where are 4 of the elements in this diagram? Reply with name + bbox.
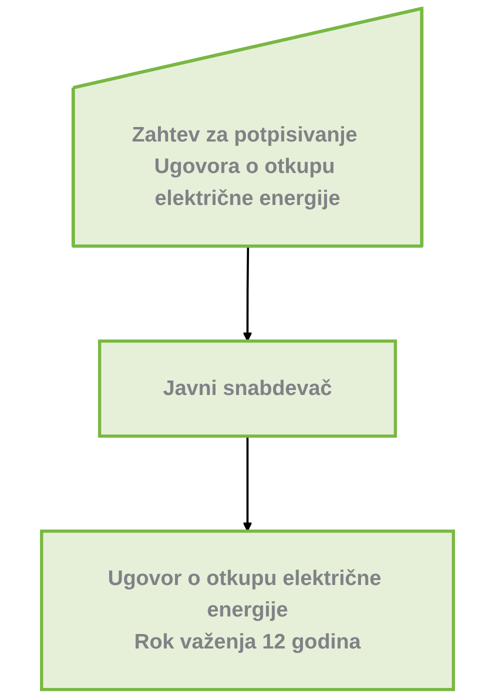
- arrow: [242, 246, 252, 342]
- arrow: [242, 436, 252, 532]
- node-box: Javni snabdevač: [98, 340, 397, 438]
- node-box: Ugovor o otkupu električne energije Rok važenja 12 godina: [40, 530, 455, 692]
